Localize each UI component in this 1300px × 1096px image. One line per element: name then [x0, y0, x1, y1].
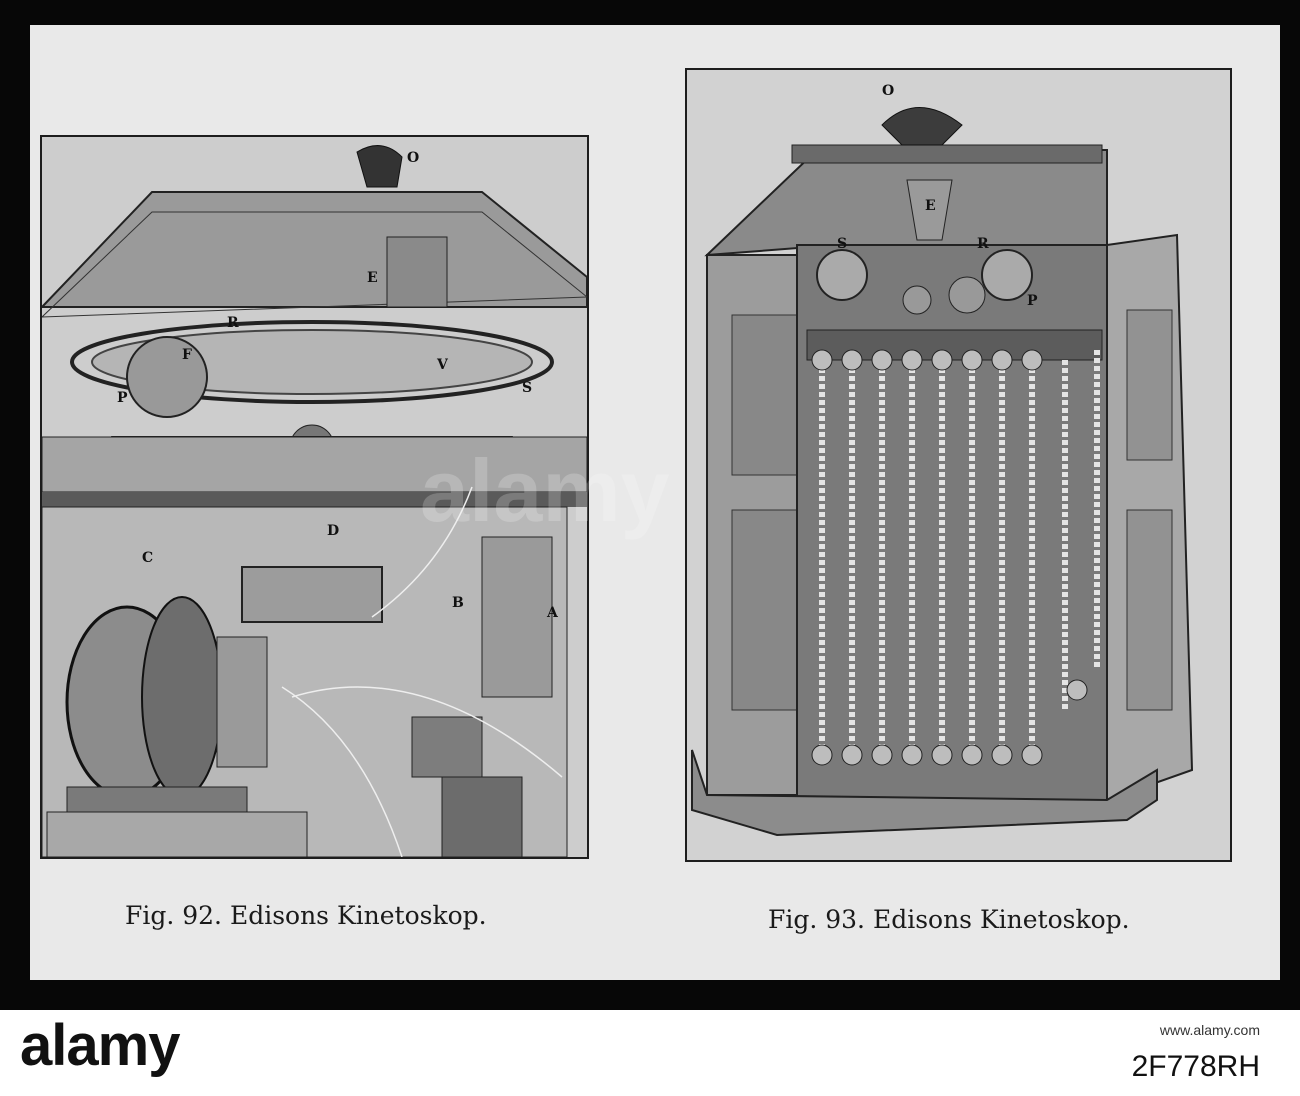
- watermark: alamy: [420, 441, 670, 540]
- caption-figure-92: Fig. 92. Edisons Kinetoskop.: [125, 901, 487, 930]
- image-id: 2F778RH: [1131, 1050, 1260, 1083]
- label-e-93: E: [925, 198, 936, 214]
- label-f-92: F: [182, 347, 192, 363]
- figure-93-illustration: O E S R P: [685, 68, 1232, 862]
- stock-footer: [0, 1010, 1300, 1096]
- label-b-92: B: [452, 595, 464, 611]
- site-url: www.alamy.com: [1159, 1022, 1260, 1038]
- label-c-92: C: [142, 550, 153, 566]
- kinetoscope-mechanism-drawing: O E R F V S P D C B A: [42, 137, 587, 857]
- label-o-93: O: [882, 83, 894, 99]
- label-p-92: P: [117, 390, 128, 406]
- label-s-93: S: [837, 236, 847, 252]
- label-v-92: V: [436, 357, 449, 373]
- lantern-slide: O E R F V S P D C B A: [0, 0, 1300, 1010]
- printed-plate: O E R F V S P D C B A: [30, 25, 1280, 980]
- caption-figure-93: Fig. 93. Edisons Kinetoskop.: [768, 905, 1130, 934]
- label-p-93: P: [1027, 293, 1038, 309]
- figure-92-illustration: O E R F V S P D C B A: [40, 135, 589, 859]
- label-a-92: A: [546, 605, 559, 621]
- label-e-92: E: [367, 270, 378, 286]
- kinetoscope-cabinet-drawing: O E S R P: [687, 70, 1230, 860]
- label-r-92: R: [227, 315, 239, 331]
- label-o-92: O: [407, 150, 419, 166]
- label-d-92: D: [327, 523, 339, 539]
- label-r-93: R: [977, 236, 989, 252]
- label-s-92: S: [522, 380, 532, 396]
- alamy-logo: alamy: [20, 1013, 180, 1078]
